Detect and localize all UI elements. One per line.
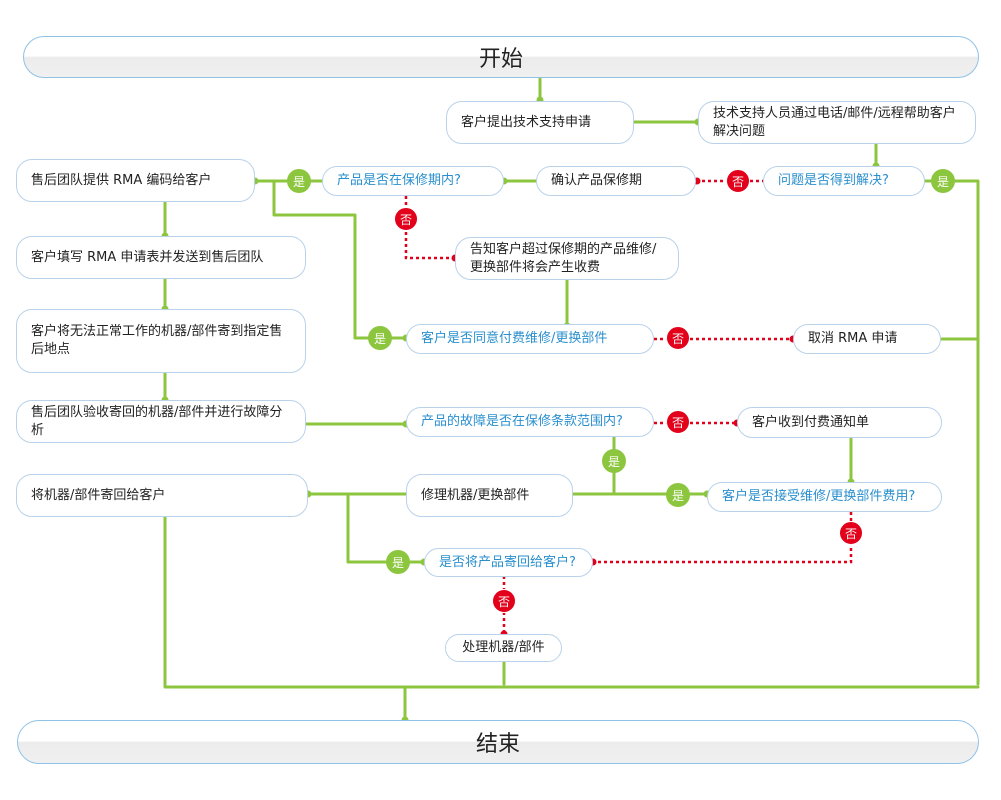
yes-badge-accept: 是 — [666, 483, 690, 507]
receive-invoice-node: 客户收到付费通知单 — [737, 407, 942, 438]
end-banner: 结束 — [17, 720, 979, 764]
start-banner: 开始 — [23, 36, 979, 78]
dashed-line-accept-no — [593, 512, 853, 564]
send-device-node: 客户将无法正常工作的机器/部件寄到指定售后地点 — [16, 309, 306, 373]
yes-badge-resolved: 是 — [931, 169, 955, 193]
no-badge-fault: 否 — [666, 410, 690, 434]
submit-request-node: 客户提出技术支持申请 — [446, 101, 634, 144]
agree-paid-repair-question: 客户是否同意付费维修/更换部件 — [406, 324, 654, 354]
no-badge-in-warranty: 否 — [394, 207, 418, 231]
return-question: 是否将产品寄回给客户? — [424, 548, 593, 577]
return-device-node: 将机器/部件寄回给客户 — [16, 474, 308, 517]
yes-badge-return: 是 — [386, 550, 410, 574]
inspect-device-node: 售后团队验收寄回的机器/部件并进行故障分析 — [16, 400, 306, 443]
fault-covered-question: 产品的故障是否在保修条款范围内? — [406, 407, 654, 437]
accept-fee-question: 客户是否接受维修/更换部件费用? — [707, 482, 942, 512]
in-warranty-question: 产品是否在保修期内? — [322, 166, 504, 196]
yes-badge-fault: 是 — [602, 449, 626, 473]
issue-resolved-question: 问题是否得到解决? — [763, 166, 925, 196]
yes-badge-agree: 是 — [368, 326, 392, 350]
provide-rma-node: 售后团队提供 RMA 编码给客户 — [16, 159, 255, 202]
yes-badge-in-warranty: 是 — [287, 169, 311, 193]
cancel-rma-node: 取消 RMA 申请 — [793, 324, 941, 354]
confirm-warranty-node: 确认产品保修期 — [536, 166, 696, 196]
remote-help-node: 技术支持人员通过电话/邮件/远程帮助客户解决问题 — [698, 101, 976, 144]
repair-replace-node: 修理机器/更换部件 — [406, 474, 573, 517]
fill-rma-node: 客户填写 RMA 申请表并发送到售后团队 — [16, 236, 306, 279]
dispose-device-node: 处理机器/部件 — [445, 634, 562, 662]
flow-line-return-bus — [163, 514, 980, 689]
notify-charge-node: 告知客户超过保修期的产品维修/更换部件将会产生收费 — [455, 237, 679, 280]
no-badge-agree: 否 — [666, 326, 690, 350]
no-badge-accept: 否 — [839, 521, 863, 545]
no-badge-return: 否 — [492, 589, 516, 613]
no-badge-resolved: 否 — [726, 169, 750, 193]
